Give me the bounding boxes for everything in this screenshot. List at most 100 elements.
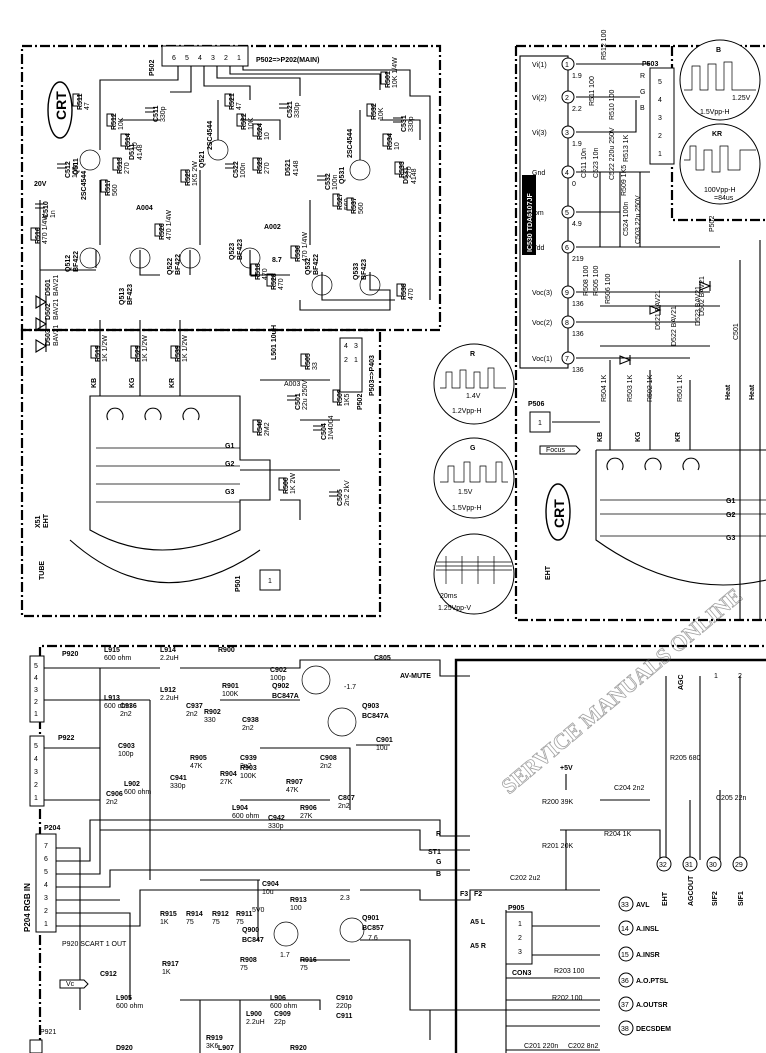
svg-text:P506: P506 (528, 401, 544, 408)
bottom-right-part-r201-20k: R201 20K (542, 843, 573, 850)
resistor-value-r521: 47 (236, 102, 243, 110)
resistor-ref-r518: R518 (255, 263, 262, 280)
part-value-r901: 100K (222, 691, 239, 698)
part-ref-r904: R904 (220, 771, 237, 778)
svg-text:Q521: Q521 (199, 151, 206, 168)
svg-text:Heat: Heat (749, 384, 756, 400)
part-value-l906: 600 ohm (270, 1003, 297, 1010)
resistor-ref-r513: R513 (117, 157, 124, 174)
part-ref-c939: C939 (240, 755, 257, 762)
connector-p920: P920 5 4 3 2 1 (29, 651, 78, 723)
part-ref-l914: L914 (160, 647, 176, 654)
capacitor-ref-c510: C510 (43, 201, 50, 218)
part-value-c901: 10u (376, 745, 388, 752)
resistor-value-r500: 1K 2W (290, 473, 297, 494)
part-value-c807: 2n2 (338, 803, 350, 810)
bottom-right-part-c201-220n: C201 220n (524, 1043, 558, 1050)
bottom-right-part-c202-2u2: C202 2u2 (510, 875, 540, 882)
svg-text:3: 3 (34, 769, 38, 776)
top-right-part-r501-1k: R501 1K (677, 374, 684, 402)
resistor-ref-r527: R527 (337, 193, 344, 210)
svg-text:Q513: Q513 (119, 288, 126, 305)
svg-text:Q903: Q903 (362, 703, 379, 710)
svg-text:Vc: Vc (66, 981, 75, 988)
svg-text:BC847A: BC847A (272, 693, 299, 700)
svg-text:2SC4544: 2SC4544 (347, 129, 354, 158)
resistor-ref-r524: R524 (257, 123, 264, 140)
ic-pin-num-30: 30 (709, 862, 717, 869)
part-ref-c942: C942 (268, 815, 285, 822)
svg-text:2SC4544: 2SC4544 (207, 121, 214, 150)
ic-pin-label-36: A.O.PTSL (636, 978, 669, 985)
part-ref-c912: C912 (100, 971, 117, 978)
svg-text:1: 1 (538, 420, 542, 427)
p502-pin-1: 1 (237, 55, 241, 62)
diode-value-d521: 4148 (293, 160, 300, 176)
capacitor-value-c512: 100n (72, 162, 79, 178)
svg-text:EHT: EHT (545, 565, 552, 580)
part-ref-r917: R917 (162, 961, 179, 968)
diode-d503-symbol (35, 339, 48, 353)
svg-text:1: 1 (34, 711, 38, 718)
svg-text:3: 3 (354, 343, 358, 350)
crt-badge-left: CRT (47, 81, 73, 139)
part-value-r904: 27K (220, 779, 233, 786)
part-value-r914: 75 (186, 919, 194, 926)
wire-right-cathodes (552, 240, 761, 620)
part-ref-r916: R916 (300, 957, 317, 964)
resistor-ref-r534: R534 (387, 133, 394, 150)
resistor-ref-r500: R500 (283, 477, 290, 494)
scope-waveform-g: G 1.5V 1.5Vpp-H (433, 437, 515, 519)
bottom-right-part-c202-8n2: C202 8n2 (568, 1043, 598, 1050)
bottom-right-part-r202-100: R202 100 (552, 995, 582, 1002)
wire-bottom-left-bus (44, 659, 600, 1053)
resistor-value-r537: 560 (358, 202, 365, 214)
q901-transistor: Q901 BC857 (339, 915, 384, 943)
part-r920: R920 (290, 1045, 307, 1052)
label-5v0: 5V0 (252, 907, 265, 914)
part-r900: R900 (218, 647, 235, 654)
resistor-value-r533: 270 (406, 166, 413, 178)
svg-text:1: 1 (268, 578, 272, 585)
tube-right: G1 G2 G3 KB KG KR Heat Heat EHT (545, 384, 766, 586)
part-ref-c910: C910 (336, 995, 353, 1002)
top-right-part-r505-100: R505 100 (593, 266, 600, 296)
bottom-right-part-c204-2n2: C204 2n2 (614, 785, 644, 792)
tube-g2-left: G2 (225, 461, 234, 468)
svg-text:Q902: Q902 (272, 683, 289, 690)
svg-text:2: 2 (34, 699, 38, 706)
svg-text:5: 5 (34, 743, 38, 750)
resistor-ref-r511: R511 (77, 94, 84, 110)
frame-bottom-av (38, 644, 766, 1053)
capacitor-value-c531: 330p (408, 116, 415, 132)
ic-pin-label-29: SIF1 (738, 891, 745, 906)
top-right-part-r512-100: R512 100 (601, 30, 608, 60)
label-voltage-neg: -1.7 (344, 684, 356, 691)
part-ref-r912: R912 (212, 911, 229, 918)
svg-text:1.25Vpp-V: 1.25Vpp-V (438, 605, 471, 612)
svg-text:R: R (470, 351, 475, 358)
resistor-ref-r516: R516 (35, 227, 42, 244)
signal-line-a5-l: A5 L (470, 919, 486, 926)
connector-p204: P204 P204 RGB IN 7 6 5 4 3 2 1 (23, 825, 60, 933)
capacitor-ref-c522: C522 (233, 161, 240, 178)
top-right-part-r503-1k: R503 1K (627, 374, 634, 402)
svg-text:BF422: BF422 (313, 254, 320, 275)
part-value-c937: 2n2 (186, 711, 198, 718)
p502-pin-6: 6 (172, 55, 176, 62)
diode-d523-symbol (619, 355, 632, 365)
q532-stage: Q532 BF422 (305, 254, 333, 296)
